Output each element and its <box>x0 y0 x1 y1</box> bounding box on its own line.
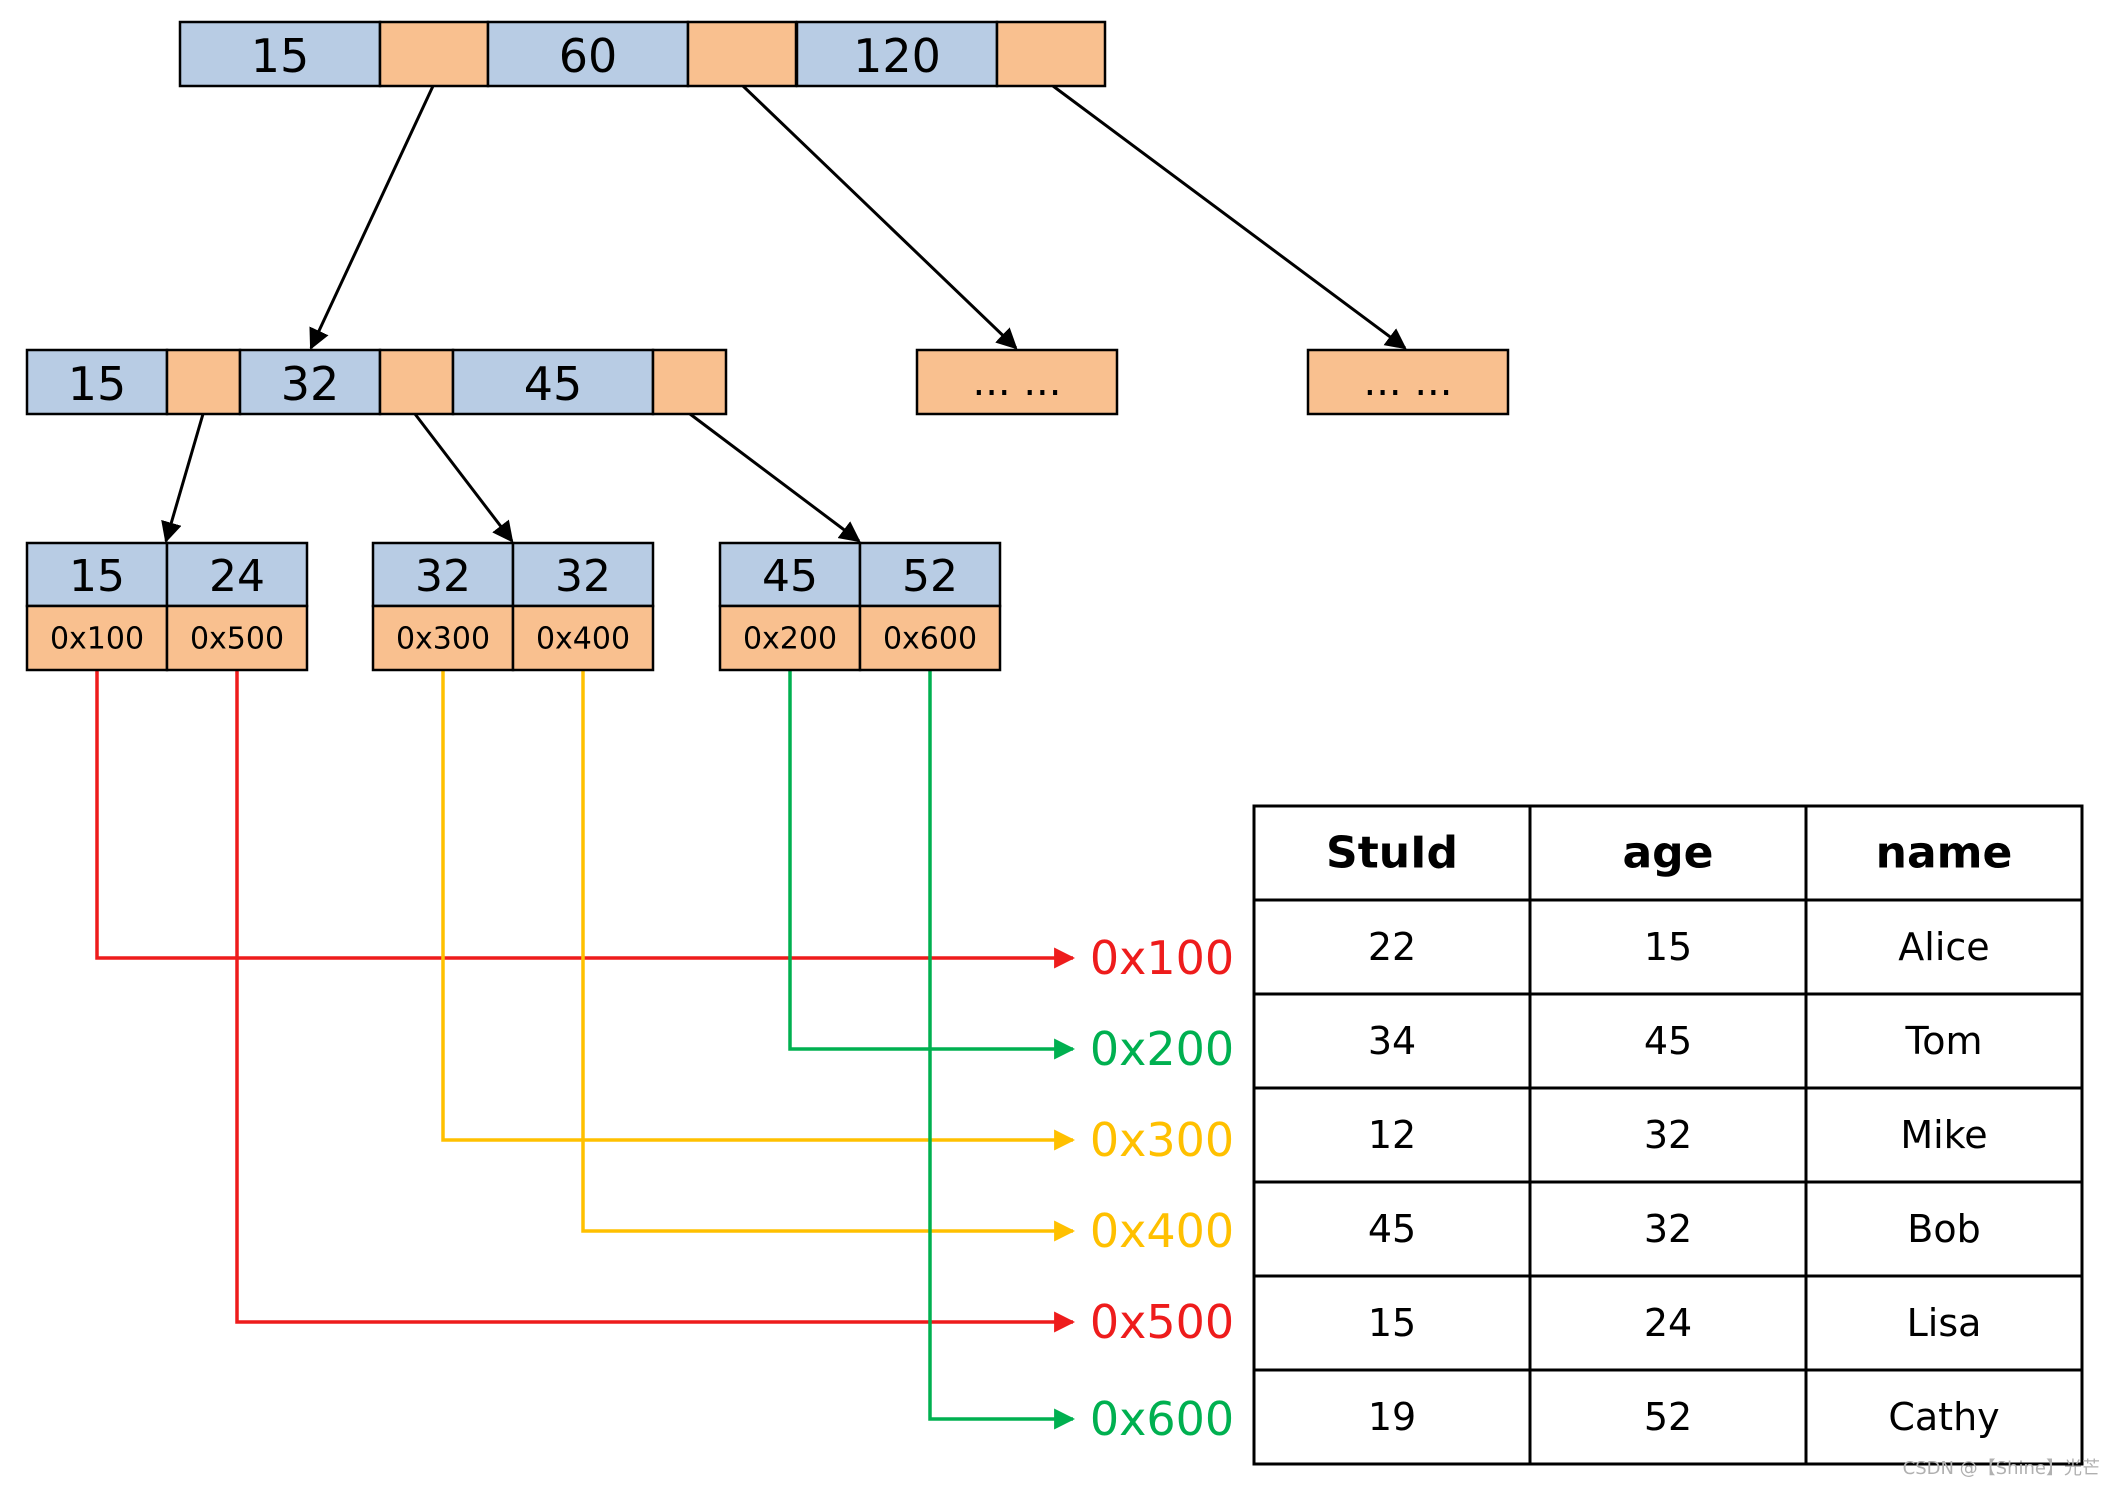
table-cell: 19 <box>1368 1395 1416 1439</box>
table-cell: 32 <box>1644 1113 1692 1157</box>
tree-edge-arrow <box>1052 84 1407 350</box>
placeholder-node <box>915 348 1119 416</box>
root-key-label: 120 <box>853 29 941 83</box>
leaf-addr-label: 0x600 <box>883 622 977 657</box>
leaf-addr-cell <box>858 604 1002 672</box>
root-pointer-cell <box>686 20 798 88</box>
table-cell: Tom <box>1904 1019 1982 1063</box>
root-key-cell <box>486 20 690 88</box>
table-header-cell: age <box>1622 828 1713 879</box>
table-header-cell: name <box>1876 828 2013 879</box>
leaf-addr-label: 0x300 <box>396 622 490 657</box>
tree-edge-arrow <box>741 84 1018 350</box>
placeholder-node <box>1306 348 1510 416</box>
tree-edge-arrow <box>689 412 861 543</box>
internal-pointer-cell <box>378 348 455 416</box>
table-header-cell: StuId <box>1326 828 1458 879</box>
table-cell: 12 <box>1368 1113 1416 1157</box>
tree-edge-arrow <box>413 413 514 543</box>
table-cell: Mike <box>1900 1113 1987 1157</box>
leaf-addr-label: 0x200 <box>743 622 837 657</box>
leaf-key-label: 32 <box>415 551 471 602</box>
table-cell: 24 <box>1644 1301 1692 1345</box>
placeholder-label: ... ... <box>1363 359 1452 405</box>
tree-edge-arrow <box>309 85 435 350</box>
internal-pointer-cell <box>165 348 242 416</box>
placeholder-label: ... ... <box>972 359 1061 405</box>
leaf-key-cell <box>165 541 309 608</box>
internal-key-label: 45 <box>524 357 583 411</box>
table-cell: 45 <box>1368 1207 1416 1251</box>
internal-key-label: 32 <box>281 357 340 411</box>
address-label: 0x300 <box>1090 1113 1234 1167</box>
internal-pointer-cell <box>651 348 728 416</box>
leaf-key-label: 52 <box>902 551 958 602</box>
address-pointer-line <box>581 670 1076 1242</box>
address-pointer-line <box>441 670 1076 1151</box>
leaf-addr-label: 0x500 <box>190 622 284 657</box>
leaf-key-cell <box>371 541 515 608</box>
leaf-addr-cell <box>165 604 309 672</box>
leaf-addr-cell <box>371 604 515 672</box>
address-pointer-line <box>235 670 1076 1333</box>
address-pointer-line <box>95 670 1076 969</box>
leaf-key-cell <box>858 541 1002 608</box>
address-pointer-line <box>788 670 1076 1060</box>
table-cell: Cathy <box>1888 1395 1999 1439</box>
root-pointer-cell <box>995 20 1107 88</box>
leaf-key-cell <box>511 541 655 608</box>
leaf-key-cell <box>25 541 169 608</box>
leaf-key-label: 45 <box>762 551 818 602</box>
address-label: 0x500 <box>1090 1295 1234 1349</box>
table-cell: 15 <box>1644 925 1692 969</box>
leaf-key-label: 32 <box>555 551 611 602</box>
table-cell: 32 <box>1644 1207 1692 1251</box>
watermark: CSDN @【Shine】光芒 <box>1903 1458 2100 1479</box>
leaf-addr-cell <box>511 604 655 672</box>
record-table <box>1252 804 2084 1466</box>
root-key-label: 60 <box>559 29 618 83</box>
table-cell: Bob <box>1907 1207 1980 1251</box>
table-cell: 52 <box>1644 1395 1692 1439</box>
address-label: 0x200 <box>1090 1022 1234 1076</box>
leaf-key-label: 15 <box>69 551 125 602</box>
table-cell: 45 <box>1644 1019 1692 1063</box>
internal-key-label: 15 <box>68 357 127 411</box>
leaf-addr-label: 0x100 <box>50 622 144 657</box>
address-label: 0x400 <box>1090 1204 1234 1258</box>
table-cell: 15 <box>1368 1301 1416 1345</box>
leaf-addr-label: 0x400 <box>536 622 630 657</box>
table-cell: Lisa <box>1907 1301 1982 1345</box>
root-key-cell <box>795 20 999 88</box>
table-cell: Alice <box>1898 925 1989 969</box>
table-cell: 22 <box>1368 925 1416 969</box>
address-label: 0x100 <box>1090 931 1234 985</box>
root-pointer-cell <box>378 20 490 88</box>
leaf-addr-cell <box>25 604 169 672</box>
leaf-key-label: 24 <box>209 551 265 602</box>
table-cell: 34 <box>1368 1019 1416 1063</box>
root-key-label: 15 <box>251 29 310 83</box>
leaf-addr-cell <box>718 604 862 672</box>
tree-edge-arrow <box>161 413 205 544</box>
address-label: 0x600 <box>1090 1392 1234 1446</box>
address-pointer-line <box>928 670 1076 1430</box>
